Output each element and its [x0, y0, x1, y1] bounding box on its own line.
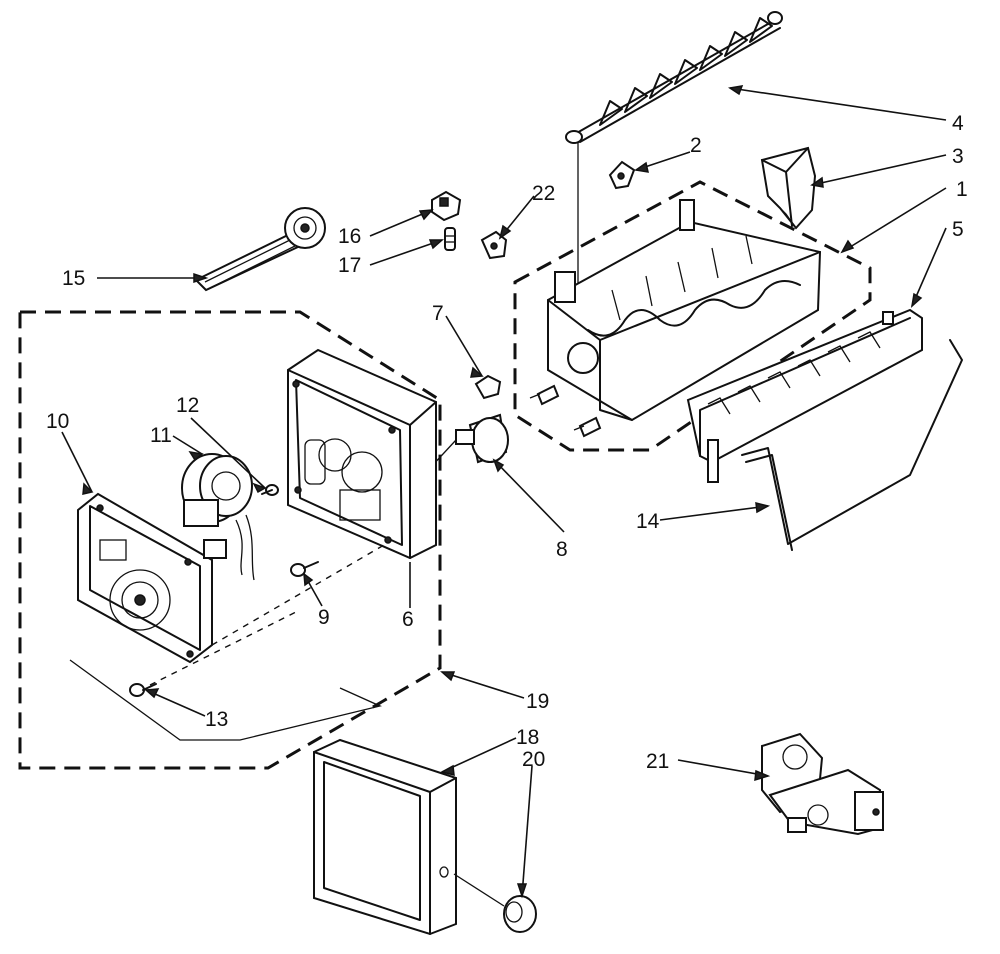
part-6-housing	[287, 348, 437, 560]
part-7-clip	[474, 374, 502, 400]
part-20-knob	[453, 873, 537, 933]
callout-11: 11	[150, 424, 172, 447]
callout-12: 12	[176, 394, 199, 417]
part-8-water-valve-motor	[429, 413, 509, 469]
callout-16: 16	[338, 225, 361, 248]
callout-21: 21	[646, 750, 669, 773]
part-16-thermostat	[431, 190, 462, 222]
callout-14: 14	[636, 510, 660, 533]
part-19-control-module-outline	[18, 310, 442, 770]
callout-13: 13	[205, 708, 228, 731]
callout-labels: 4 3 1 5 2 22 16 17 15 7 12 10 11 8 9 6 1…	[46, 112, 968, 773]
part-21-water-valve	[761, 732, 884, 836]
part-15-shutoff-arm	[194, 207, 326, 292]
callout-6: 6	[402, 608, 414, 631]
part-14-wire-bail	[741, 339, 963, 551]
callout-4: 4	[952, 112, 964, 135]
part-13-screw	[129, 683, 157, 697]
callout-10: 10	[46, 410, 69, 433]
part-5-stripper	[686, 308, 923, 483]
callout-22: 22	[532, 182, 555, 205]
callout-20: 20	[522, 748, 545, 771]
part-17-screw	[444, 227, 456, 251]
part-12-screw	[261, 484, 279, 496]
callout-5: 5	[952, 218, 964, 241]
callout-19: 19	[526, 690, 549, 713]
callout-1: 1	[956, 178, 968, 201]
callout-8: 8	[556, 538, 568, 561]
part-11-drive-motor	[181, 453, 255, 581]
part-9-screw	[290, 561, 319, 577]
leader-arrowheads	[82, 85, 923, 899]
callout-18: 18	[516, 726, 539, 749]
part-3-fill-cup	[760, 146, 817, 230]
alignment-lines	[69, 544, 385, 741]
callout-7: 7	[432, 302, 444, 325]
callout-2: 2	[690, 134, 702, 157]
callout-17: 17	[338, 254, 361, 277]
part-18-front-cover	[313, 738, 457, 936]
callout-9: 9	[318, 606, 330, 629]
part-2-clip	[608, 160, 636, 190]
callout-3: 3	[952, 145, 964, 168]
callout-15: 15	[62, 267, 85, 290]
